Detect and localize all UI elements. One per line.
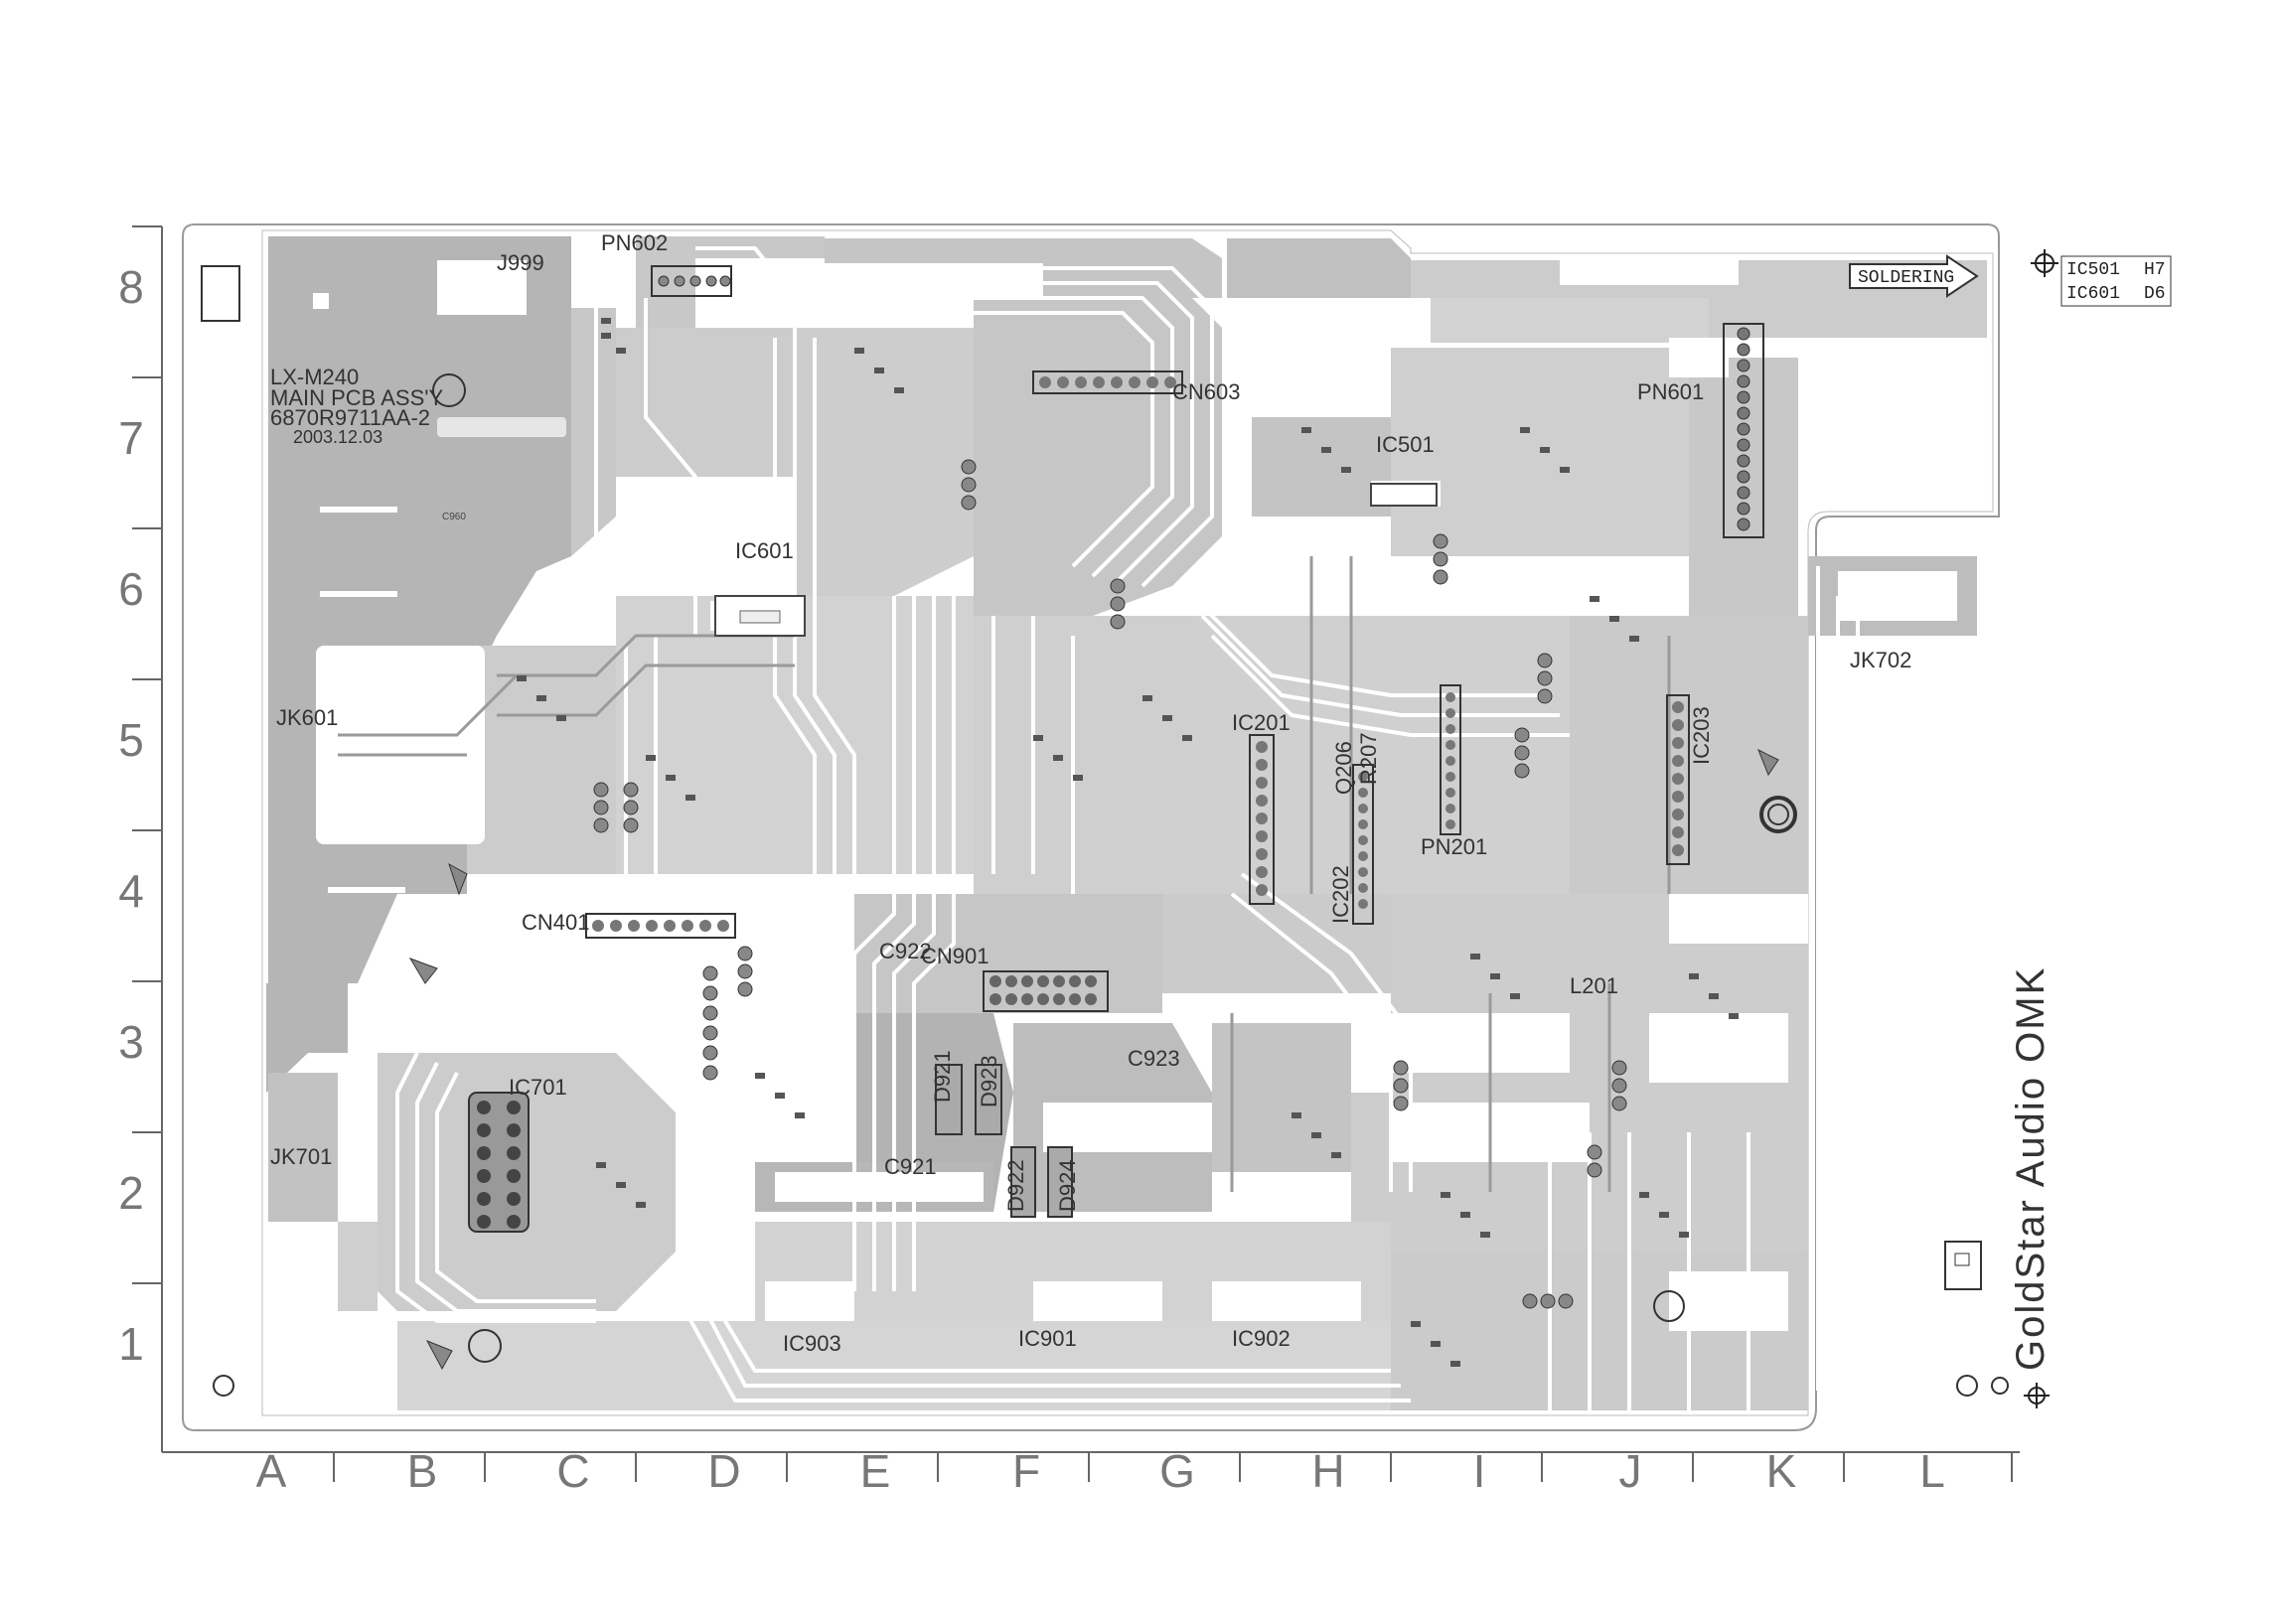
label-q206: Q206 <box>1331 741 1356 795</box>
label-cn901: CN901 <box>921 944 988 968</box>
label-jk701: JK701 <box>270 1144 332 1169</box>
row-label: 8 <box>118 261 144 313</box>
row-label: 6 <box>118 563 144 615</box>
label-cn603: CN603 <box>1172 379 1240 404</box>
col-label: L <box>1919 1445 1945 1497</box>
soldering-arrow: SOLDERING <box>1849 254 1979 298</box>
label-cn401: CN401 <box>522 910 589 935</box>
power-diodes <box>935 1064 1073 1218</box>
board-model: LX-M240 <box>270 365 359 389</box>
label-d922: D922 <box>1003 1159 1028 1212</box>
label-pn601: PN601 <box>1637 379 1704 404</box>
col-label: A <box>256 1445 287 1497</box>
label-r207: R207 <box>1356 732 1381 785</box>
board-name: MAIN PCB ASS'Y <box>270 385 443 410</box>
label-j999: J999 <box>497 250 544 275</box>
label-d921: D921 <box>930 1050 955 1103</box>
row-label: 7 <box>118 412 144 464</box>
col-labels: A B C D E F G H I J K L <box>256 1445 1945 1497</box>
label-ic901: IC901 <box>1018 1326 1077 1351</box>
col-label: F <box>1012 1445 1040 1497</box>
label-ic903: IC903 <box>783 1331 841 1356</box>
brand-target-icon <box>2024 1383 2050 1408</box>
label-ic902: IC902 <box>1232 1326 1291 1351</box>
label-c922: C922 <box>879 939 932 963</box>
label-pn201: PN201 <box>1421 834 1487 859</box>
label-ic501: IC501 <box>1376 432 1435 457</box>
row-ticks <box>132 225 162 1284</box>
legend-target-icon <box>2031 249 2058 277</box>
row-label: 3 <box>118 1016 144 1068</box>
label-c921: C921 <box>884 1154 937 1179</box>
label-c960: C960 <box>442 512 466 522</box>
grid-frame <box>161 226 2020 1453</box>
label-jk601: JK601 <box>276 705 338 730</box>
legend-ic: IC501 <box>2066 260 2120 280</box>
board-part-number: 6870R9711AA-2 <box>270 405 430 430</box>
legend-loc: H7 <box>2144 260 2166 280</box>
col-label: C <box>556 1445 589 1497</box>
soldering-label: SOLDERING <box>1858 268 1954 288</box>
smd-pads <box>517 318 1739 1367</box>
col-label: H <box>1311 1445 1344 1497</box>
row-labels: 8 7 6 5 4 3 2 1 <box>118 261 144 1370</box>
label-ic601: IC601 <box>735 538 794 563</box>
col-label: B <box>407 1445 438 1497</box>
legend-ic: IC601 <box>2066 284 2120 304</box>
col-ticks <box>333 1452 2013 1482</box>
label-ic201: IC201 <box>1232 710 1291 735</box>
component-labels: IC501 IC601 IC701 IC201 IC202 IC203 IC90… <box>270 230 1911 1356</box>
row-label: 1 <box>118 1318 144 1370</box>
row-label: 4 <box>118 865 144 917</box>
label-pn602: PN602 <box>601 230 668 255</box>
col-label: I <box>1473 1445 1486 1497</box>
board-date: 2003.12.03 <box>293 427 382 447</box>
label-d924: D924 <box>1055 1159 1080 1212</box>
board-identification: LX-M240 MAIN PCB ASS'Y 6870R9711AA-2 200… <box>270 365 443 447</box>
label-ic203: IC203 <box>1689 706 1714 765</box>
row-label: 5 <box>118 714 144 766</box>
ic-packages <box>201 265 2009 1397</box>
col-label: K <box>1766 1445 1797 1497</box>
pour-cutouts <box>313 260 1957 1331</box>
screw-symbols <box>408 748 1779 1371</box>
isolation-traces <box>395 236 1880 1410</box>
brand-text: GoldStar Audio OMK <box>2009 966 2053 1371</box>
ic-location-legend: IC501 H7 IC601 D6 <box>2031 249 2172 307</box>
legend-loc: D6 <box>2144 284 2166 304</box>
col-label: E <box>860 1445 891 1497</box>
col-label: J <box>1619 1445 1642 1497</box>
board-inner-outline <box>261 229 1994 1416</box>
row-label: 2 <box>118 1167 144 1219</box>
label-c923: C923 <box>1128 1046 1180 1071</box>
col-label: G <box>1159 1445 1195 1497</box>
copper-pours <box>266 236 1987 1410</box>
label-jk702: JK702 <box>1850 648 1911 672</box>
label-ic202: IC202 <box>1328 865 1353 924</box>
copper-traces <box>338 556 1671 1192</box>
label-ic701: IC701 <box>509 1075 567 1100</box>
col-label: D <box>707 1445 740 1497</box>
label-l201: L201 <box>1570 973 1618 998</box>
label-d923: D923 <box>977 1055 1001 1107</box>
